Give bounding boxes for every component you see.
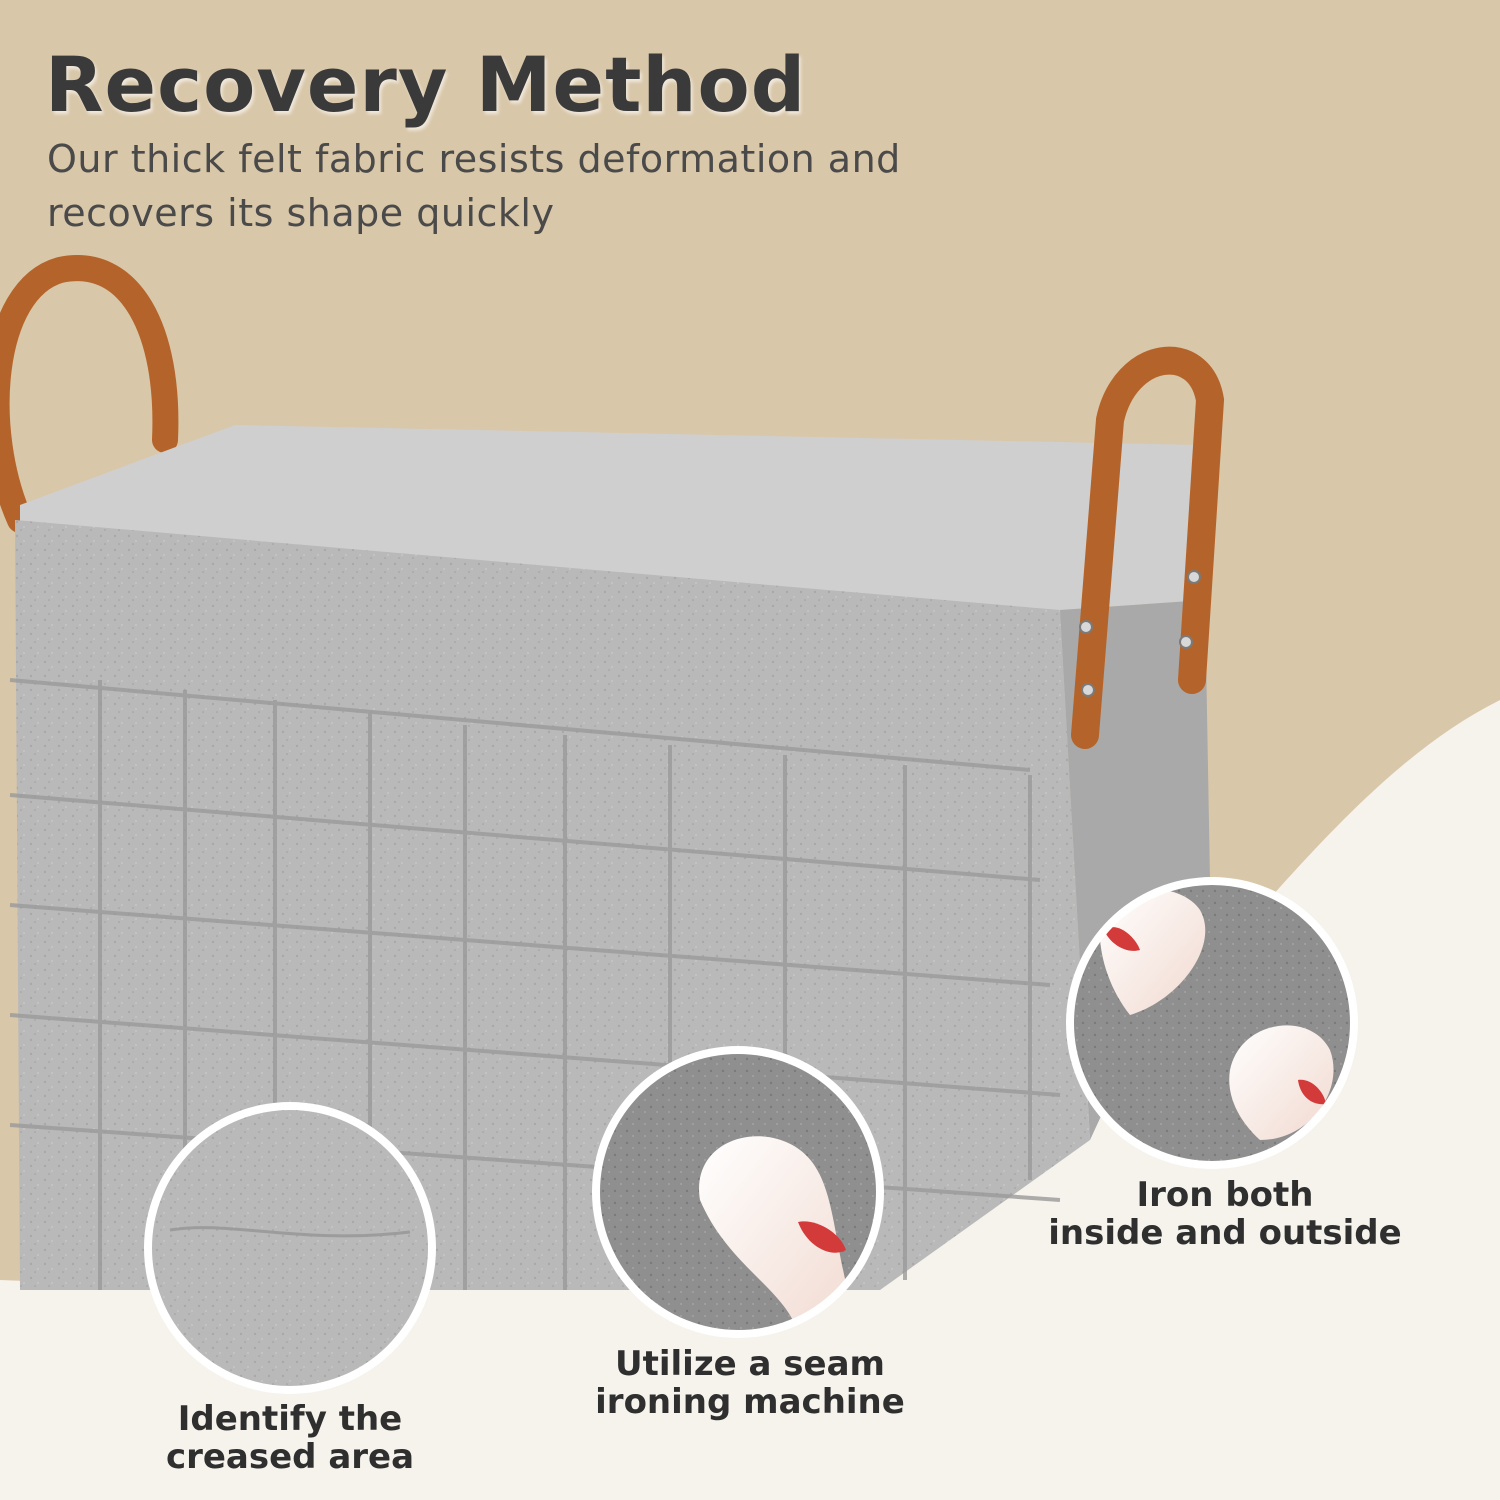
iron-icon — [699, 1136, 860, 1332]
left-handle — [0, 255, 179, 533]
caption-line-2: creased area — [165, 1437, 415, 1477]
step-caption-identify: Identify the creased area — [140, 1400, 440, 1476]
caption-line-2: inside and outside — [1048, 1213, 1402, 1253]
iron-icon — [1099, 889, 1206, 1015]
step-caption-ironing-machine: Utilize a seam ironing machine — [580, 1345, 920, 1421]
subtitle-line-2: recovers its shape quickly — [47, 191, 555, 235]
subtitle-line-1: Our thick felt fabric resists deformatio… — [47, 137, 901, 181]
basket-rim — [20, 425, 1205, 610]
caption-line-1: Identify the — [177, 1399, 403, 1439]
detail-creased-area — [144, 1102, 436, 1394]
iron-icon — [1229, 1025, 1334, 1140]
caption-line-2: ironing machine — [595, 1382, 905, 1422]
page-title: Recovery Method — [45, 40, 807, 129]
detail-iron-both-sides — [1066, 877, 1358, 1169]
caption-line-1: Iron both — [1136, 1175, 1314, 1215]
right-handle — [1071, 346, 1225, 749]
detail-ironing-machine — [592, 1046, 884, 1338]
rivets — [1079, 570, 1201, 697]
step-caption-iron-both: Iron both inside and outside — [1030, 1176, 1420, 1252]
caption-line-1: Utilize a seam — [615, 1344, 885, 1384]
page-subtitle: Our thick felt fabric resists deformatio… — [47, 132, 947, 240]
